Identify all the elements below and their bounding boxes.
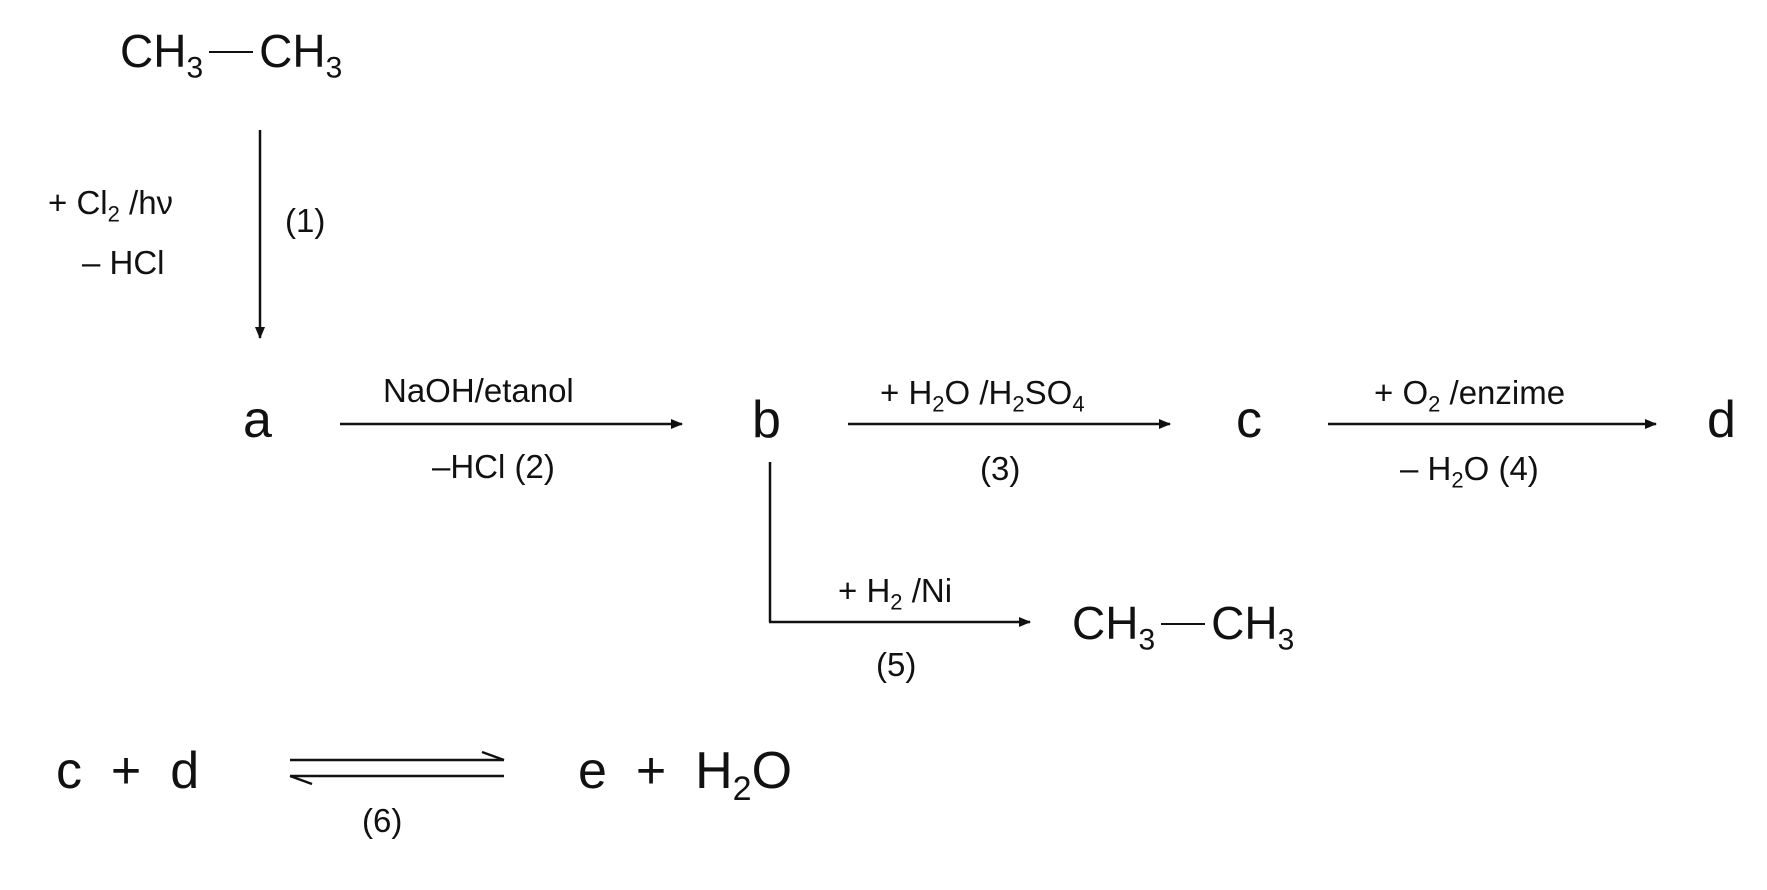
step3-number: (3) xyxy=(980,450,1021,487)
step2-byproduct: –HCl (2) xyxy=(432,448,555,485)
step1-reagent: + Cl2 /hν xyxy=(48,184,174,227)
step5-reagent: + H2 /Ni xyxy=(838,572,953,615)
compound-a: a xyxy=(243,391,272,449)
step4-byproduct: – H2O (4) xyxy=(1400,450,1539,493)
compound-d: d xyxy=(1707,391,1736,449)
arrow-step6-forward-head xyxy=(481,750,505,762)
step2-reagent: NaOH/etanol xyxy=(383,372,574,409)
step5-number: (5) xyxy=(876,646,917,683)
step3-reagent: + H2O /H2SO4 xyxy=(880,374,1085,417)
step6-number: (6) xyxy=(362,802,403,839)
compound-c: c xyxy=(1236,391,1262,449)
single-bond xyxy=(209,50,254,53)
compound-b: b xyxy=(752,391,781,449)
step1-byproduct: – HCl xyxy=(82,244,165,281)
single-bond xyxy=(1161,622,1206,625)
arrow-step6-reverse-head xyxy=(289,774,313,786)
esterification-products: e + H2O xyxy=(578,742,793,808)
esterification-reactants: c + d xyxy=(56,742,200,800)
step4-reagent: + O2 /enzime xyxy=(1374,374,1566,417)
step1-number: (1) xyxy=(285,202,326,239)
